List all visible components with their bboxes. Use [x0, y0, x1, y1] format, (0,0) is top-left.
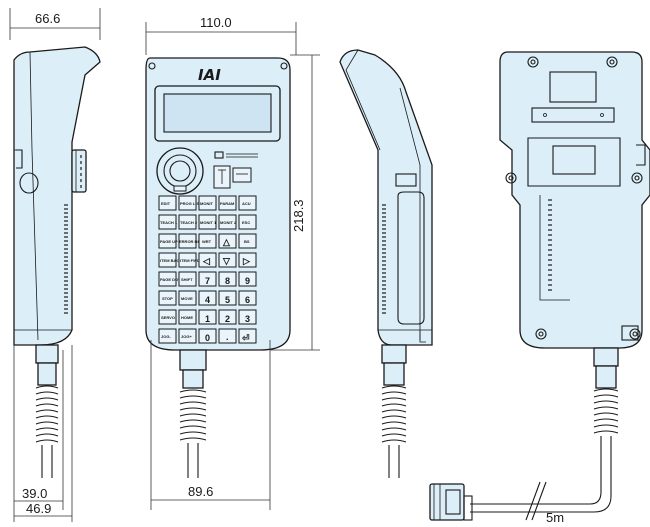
svg-text:8: 8 [225, 276, 230, 286]
side-body [13, 46, 101, 346]
svg-text:3: 3 [245, 314, 250, 324]
key-page-up[interactable] [158, 233, 177, 249]
svg-text:△: △ [222, 237, 231, 247]
key-monit-1[interactable] [198, 214, 217, 230]
dim-side-bottom-outer: 46.9 [26, 501, 51, 516]
key-acu[interactable] [238, 195, 257, 211]
key-6[interactable] [238, 290, 257, 306]
svg-text:4: 4 [205, 295, 210, 305]
svg-text:7: 7 [205, 276, 210, 286]
key-param[interactable] [218, 195, 237, 211]
svg-text:JOG+: JOG+ [181, 334, 192, 339]
key-jog-plus[interactable] [178, 328, 197, 344]
back-view: 5m [429, 51, 650, 525]
svg-text:1: 1 [205, 314, 210, 324]
key-7[interactable] [198, 271, 217, 287]
key-prog-list[interactable] [178, 195, 197, 211]
key-item-back[interactable] [158, 252, 177, 268]
key-enter[interactable] [238, 328, 257, 344]
svg-text:MONIT 1: MONIT 1 [200, 220, 217, 225]
key-move[interactable] [178, 290, 197, 306]
svg-text:EDIT: EDIT [161, 201, 171, 206]
key-monit-2[interactable] [218, 214, 237, 230]
svg-text:STOP: STOP [162, 296, 173, 301]
svg-text:6: 6 [245, 295, 250, 305]
svg-text:◁: ◁ [202, 256, 211, 266]
svg-text:PAGE DOWN: PAGE DOWN [160, 277, 185, 282]
key-1[interactable] [198, 309, 217, 325]
svg-text:PARAM: PARAM [220, 201, 235, 206]
front-view: 110.0 218.3 IAI EDIT [145, 15, 320, 510]
key-9[interactable] [238, 271, 257, 287]
key-edit[interactable] [158, 195, 177, 211]
key-4[interactable] [198, 290, 217, 306]
dim-front-top-width: 110.0 [200, 15, 232, 30]
dim-side-top-width: 66.6 [35, 11, 60, 26]
svg-text:MOVE: MOVE [181, 296, 193, 301]
svg-text:WRT: WRT [202, 239, 212, 244]
key-teach-2[interactable] [178, 214, 197, 230]
key-5[interactable] [218, 290, 237, 306]
side-view-right [339, 49, 433, 478]
svg-text:0: 0 [205, 333, 210, 343]
key-jog-minus[interactable] [158, 328, 177, 344]
key-shift[interactable] [178, 271, 197, 287]
svg-text:▷: ▷ [242, 256, 251, 266]
svg-text:⏎: ⏎ [241, 333, 250, 343]
svg-text:▽: ▽ [222, 256, 231, 266]
side-view-left: 66.6 [9, 8, 101, 522]
key-wrt[interactable] [198, 233, 217, 249]
key-left[interactable] [198, 252, 217, 268]
svg-text:ACU: ACU [242, 201, 251, 206]
key-servo[interactable] [158, 309, 177, 325]
dim-front-height: 218.3 [291, 199, 306, 232]
key-0[interactable] [198, 328, 217, 344]
key-down[interactable] [218, 252, 237, 268]
svg-text:ERROR RESET: ERROR RESET [179, 239, 208, 244]
key-8[interactable] [218, 271, 237, 287]
svg-text:BS: BS [244, 239, 250, 244]
svg-text:TEACH 2: TEACH 2 [180, 220, 198, 225]
key-3[interactable] [238, 309, 257, 325]
key-page-down[interactable] [158, 271, 177, 287]
svg-text:ITEM BACK: ITEM BACK [160, 258, 182, 263]
svg-text:TEACH 1: TEACH 1 [160, 220, 178, 225]
key-esc[interactable] [238, 214, 257, 230]
key-error-reset[interactable] [178, 233, 197, 249]
svg-text:ITEM FWD: ITEM FWD [180, 258, 200, 263]
key-dot[interactable] [218, 328, 237, 344]
keypad: EDIT PROG LIST MONIT PARAM ACU TEACH 1 T… [158, 195, 257, 344]
svg-text:PROG LIST: PROG LIST [180, 201, 202, 206]
key-home[interactable] [178, 309, 197, 325]
key-2[interactable] [218, 309, 237, 325]
key-up[interactable] [218, 233, 237, 249]
cable-plug [429, 483, 465, 521]
svg-text:MONIT 2: MONIT 2 [220, 220, 237, 225]
svg-text:SHIFT: SHIFT [181, 277, 193, 282]
key-item-fwd[interactable] [178, 252, 197, 268]
dim-cable-length: 5m [546, 510, 564, 525]
svg-text:HOME: HOME [181, 315, 193, 320]
svg-text:.: . [226, 332, 229, 342]
svg-text:9: 9 [245, 276, 250, 286]
key-monit[interactable] [198, 195, 217, 211]
key-bs[interactable] [238, 233, 257, 249]
svg-text:2: 2 [225, 314, 230, 324]
brand-logo: IAI [198, 66, 221, 84]
svg-text:5: 5 [225, 295, 230, 305]
svg-text:JOG-: JOG- [161, 334, 171, 339]
lcd-screen [163, 93, 272, 133]
dim-side-bottom-inner: 39.0 [22, 486, 47, 501]
key-teach-1[interactable] [158, 214, 177, 230]
dim-front-bottom-width: 89.6 [188, 484, 213, 499]
svg-text:ESC: ESC [242, 220, 250, 225]
key-stop[interactable] [158, 290, 177, 306]
svg-text:PAGE UP: PAGE UP [160, 239, 178, 244]
svg-text:SERVO: SERVO [161, 315, 175, 320]
svg-text:MONIT: MONIT [200, 201, 213, 206]
key-right[interactable] [238, 252, 257, 268]
